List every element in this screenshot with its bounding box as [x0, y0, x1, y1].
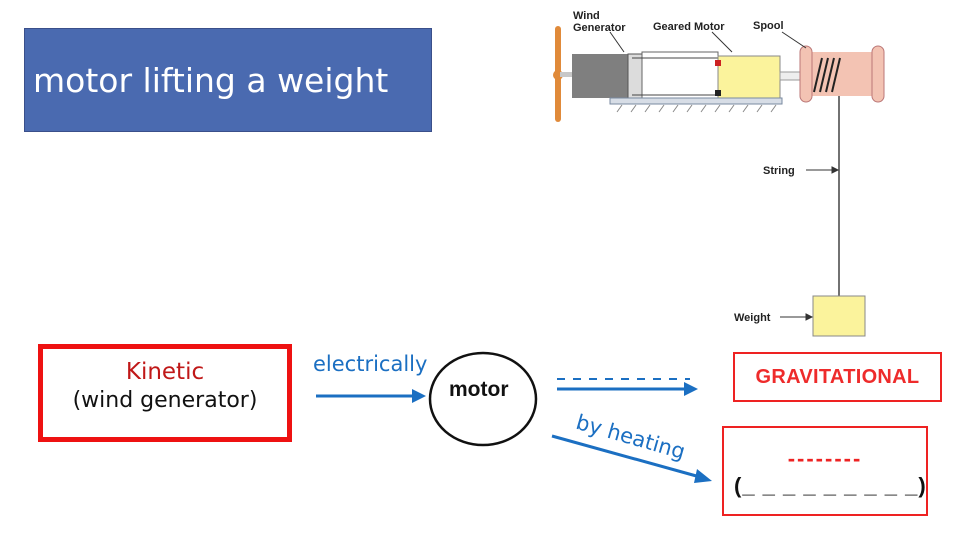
kinetic-title: Kinetic [125, 359, 205, 385]
blank-parenthesis: (_ _ _ _ _ _ _ _ _) [734, 473, 927, 498]
dashed-arrow-to-gravitational [557, 378, 698, 396]
blank-dashes: -------- [787, 446, 863, 471]
kinetic-subtitle: (wind generator) [72, 388, 258, 413]
electrically-arrow [316, 389, 426, 403]
motor-label: motor [449, 378, 509, 401]
wind-generator-label: Wind Generator [573, 10, 626, 34]
heating-arrow [551, 434, 712, 483]
weight-label: Weight [734, 312, 771, 324]
title-box: motor lifting a weight [24, 28, 432, 132]
apparatus-svg [553, 26, 885, 337]
spool-label: Spool [753, 20, 784, 32]
gravitational-box: GRAVITATIONAL [733, 352, 942, 402]
blank-answer-box: -------- (_ _ _ _ _ _ _ _ _) [722, 426, 928, 516]
apparatus-diagram: Wind Generator Geared Motor Spool String… [552, 2, 892, 342]
geared-motor-label: Geared Motor [653, 21, 725, 33]
motor-circle [428, 351, 538, 447]
electrically-label: electrically [313, 352, 428, 376]
kinetic-box: Kinetic (wind generator) [38, 344, 292, 442]
weight-block [812, 295, 866, 337]
wind-generator-body [572, 54, 630, 98]
string-label: String [763, 165, 795, 177]
page-title: motor lifting a weight [33, 60, 389, 100]
gravitational-label: GRAVITATIONAL [755, 365, 920, 388]
geared-motor-body [717, 55, 781, 101]
